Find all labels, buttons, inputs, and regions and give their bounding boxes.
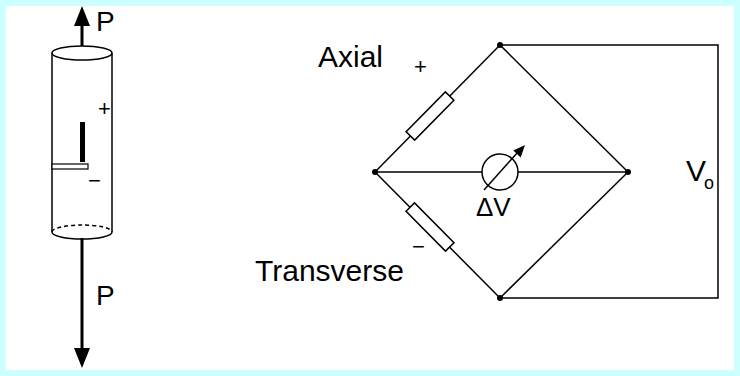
axial-gauge: [80, 122, 85, 162]
load-label: P: [96, 8, 115, 36]
voltage-subscript: o: [704, 174, 714, 192]
resistor-symbol: [406, 92, 454, 140]
junction-dot: [372, 42, 631, 301]
polarity-sign: −: [88, 170, 101, 192]
transverse-gauge: [52, 164, 88, 169]
resistor-label: Transverse: [255, 256, 404, 286]
polarity-sign: +: [98, 98, 111, 120]
signal-label: ΔV: [476, 194, 511, 220]
polarity-sign: −: [412, 236, 425, 258]
voltage-label: V: [686, 156, 706, 186]
resistor-label: Axial: [318, 42, 383, 72]
bridge-wire: [375, 45, 718, 298]
polarity-sign: +: [414, 56, 427, 78]
cylinder-specimen: [52, 46, 112, 239]
galvanometer-symbol: [482, 145, 525, 190]
load-label: P: [96, 282, 115, 310]
